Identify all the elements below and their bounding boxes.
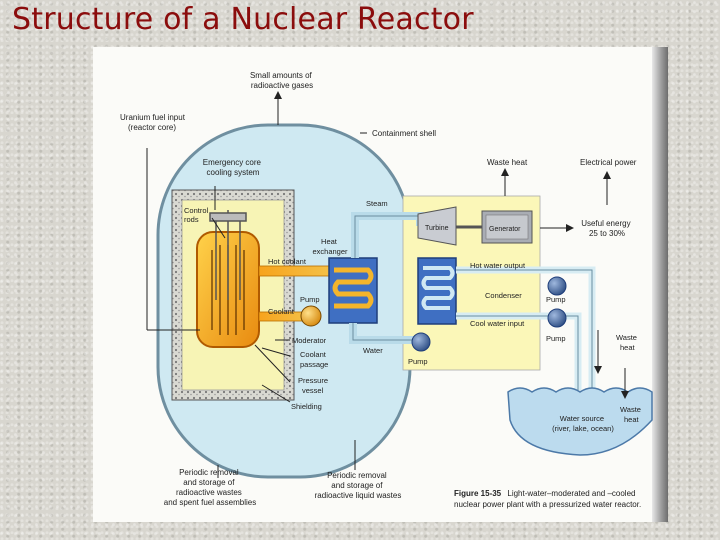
label-cool-water-input: Cool water input: [470, 319, 525, 328]
label-emergency-1: Emergency core: [203, 158, 262, 167]
label-removal-liquid-3: radioactive liquid wastes: [315, 491, 402, 500]
label-water-source-1: Water source: [560, 414, 604, 423]
svg-text:Waste heat: Waste heat: [620, 405, 643, 424]
label-hot-water-output: Hot water output: [470, 261, 526, 270]
label-control-rods-2: rods: [184, 215, 199, 224]
primary-pump: [300, 305, 322, 327]
label-uranium-1: Uranium fuel input: [120, 113, 186, 122]
caption-figure-number: Figure 15-35: [454, 489, 502, 498]
label-heat-exchanger-1: Heat: [321, 237, 338, 246]
exchanger-coil: [332, 267, 374, 309]
label-pressure-vessel-1: Pressure: [298, 376, 328, 385]
caption-line-2: nuclear power plant with a pressurized w…: [454, 500, 641, 509]
label-containment-shell: Containment shell: [372, 129, 436, 138]
label-control-rods-1: Control: [184, 206, 209, 215]
svg-text:Pressure vessel: Pressure vessel: [298, 376, 330, 395]
label-water: Water: [363, 346, 383, 355]
label-pump-primary: Pump: [300, 295, 320, 304]
pump-cool-water: [547, 308, 567, 328]
svg-text:Periodic removal and stora: Periodic removal and storage of radioact…: [315, 471, 402, 500]
label-removal-liquid-1: Periodic removal: [327, 471, 387, 480]
svg-text:Figure 15-35 Light-water–m: Figure 15-35 Light-water–moderated and –…: [454, 489, 635, 498]
label-waste-heat-right-1: Waste: [616, 333, 637, 342]
label-hot-coolant: Hot coolant: [268, 257, 307, 266]
label-emergency-2: cooling system: [207, 168, 260, 177]
label-removal-solid-4: and spent fuel assemblies: [164, 498, 257, 507]
caption-line-1: Light-water–moderated and –cooled: [507, 489, 635, 498]
label-waste-heat-lake-1: Waste: [620, 405, 641, 414]
water-source-lake: [507, 387, 653, 456]
label-useful-energy-2: 25 to 30%: [589, 229, 625, 238]
svg-text:Useful energy 25 to 30%: Useful energy 25 to 30%: [581, 219, 633, 238]
svg-text:Heat exchanger: Heat exchanger: [312, 237, 348, 256]
label-heat-exchanger-2: exchanger: [312, 247, 348, 256]
label-waste-heat-right-2: heat: [620, 343, 636, 352]
label-pressure-vessel-2: vessel: [302, 386, 324, 395]
label-pump-return: Pump: [408, 357, 428, 366]
label-small-gases-1: Small amounts of: [250, 71, 313, 80]
label-pump-right-1: Pump: [546, 295, 566, 304]
turbine: [417, 206, 457, 246]
label-useful-energy-1: Useful energy: [581, 219, 630, 228]
label-removal-liquid-2: and storage of: [331, 481, 383, 490]
label-uranium-2: (reactor core): [128, 123, 176, 132]
svg-text:Uranium fuel input (reacto: Uranium fuel input (reactor core): [120, 113, 187, 132]
label-turbine: Turbine: [425, 225, 449, 232]
water-return-pump: [411, 332, 431, 352]
label-waste-heat-lake-2: heat: [624, 415, 640, 424]
svg-text:Coolant passage: Coolant passage: [300, 350, 328, 369]
svg-text:Water source (river, lake,: Water source (river, lake, ocean): [552, 414, 614, 433]
pump-hot-water: [547, 276, 567, 296]
label-pump-right-2: Pump: [546, 334, 566, 343]
hot-coolant-pipe: [258, 265, 335, 277]
label-removal-solid-2: and storage of: [183, 478, 235, 487]
control-rods: [209, 210, 247, 300]
label-small-gases-2: radioactive gases: [251, 81, 313, 90]
label-condenser: Condenser: [485, 291, 522, 300]
svg-text:Waste heat: Waste heat: [616, 333, 639, 352]
label-coolant-passage-2: passage: [300, 360, 328, 369]
svg-text:Control rods: Control rods: [184, 206, 210, 224]
label-coolant-passage-1: Coolant: [300, 350, 327, 359]
book-page-edge: [652, 47, 668, 522]
label-removal-solid-1: Periodic removal: [179, 468, 239, 477]
slide-title: Structure of a Nuclear Reactor: [12, 2, 474, 37]
label-electrical-power: Electrical power: [580, 158, 637, 167]
svg-text:Emergency core cooling sys: Emergency core cooling system: [203, 158, 263, 177]
label-generator: Generator: [489, 226, 521, 233]
label-coolant: Coolant: [268, 307, 295, 316]
label-water-source-2: (river, lake, ocean): [552, 424, 614, 433]
svg-text:Periodic removal and stora: Periodic removal and storage of radioact…: [164, 468, 257, 507]
label-removal-solid-3: radioactive wastes: [176, 488, 242, 497]
label-steam: Steam: [366, 199, 388, 208]
label-moderator: Moderator: [292, 336, 327, 345]
label-shielding: Shielding: [291, 402, 322, 411]
svg-text:Small amounts of radioacti: Small amounts of radioactive gases: [250, 71, 314, 90]
label-waste-heat-top: Waste heat: [487, 158, 528, 167]
